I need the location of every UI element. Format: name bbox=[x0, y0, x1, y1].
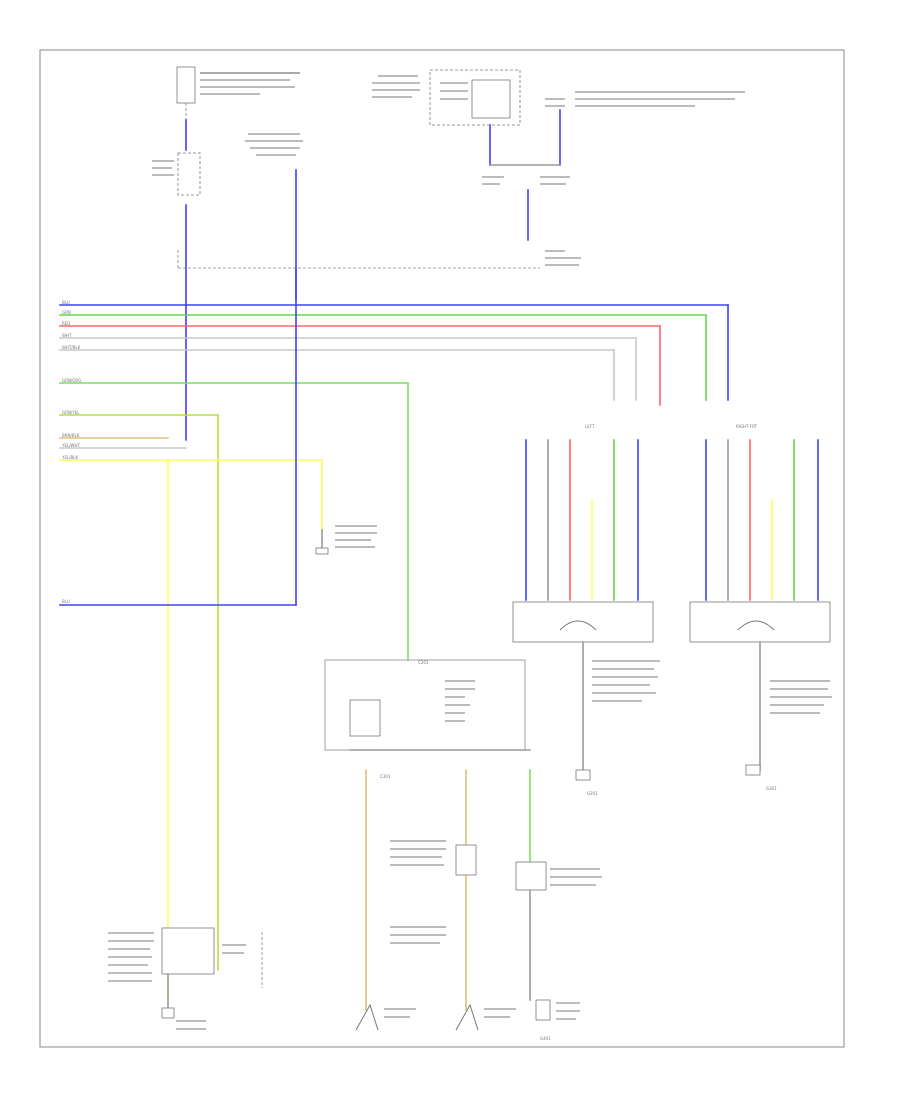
label-grn-org: GRN/ORG bbox=[62, 378, 81, 383]
label-wht: WHT bbox=[62, 333, 72, 338]
label-yel-wht: YEL/WHT bbox=[61, 443, 81, 448]
right-seat-switch: RIGHT FRT G301 bbox=[689, 424, 832, 791]
left-seat-switch: LEFT G201 bbox=[512, 424, 660, 796]
label-yel-blk: YEL/BLK bbox=[61, 455, 79, 460]
main-harness bbox=[59, 304, 729, 406]
bottom-left-module bbox=[108, 927, 263, 1030]
bottom-ground-label: G401 bbox=[540, 1036, 551, 1041]
lower-components: G401 bbox=[355, 840, 602, 1041]
label-grn-yel: GRN/YEL bbox=[62, 410, 80, 415]
junction-label: C201 bbox=[418, 660, 429, 665]
label-brn-blk: BRN/BLK bbox=[62, 433, 80, 438]
top-left-connector bbox=[176, 66, 300, 120]
left-ground-symbol bbox=[315, 525, 377, 555]
label-wht-blk: WHT/BLK bbox=[62, 345, 81, 350]
top-center-label bbox=[245, 133, 303, 156]
center-control-module: C201 C301 bbox=[324, 659, 531, 779]
label-red: RED bbox=[62, 321, 70, 326]
label-blu: BLU bbox=[62, 300, 70, 305]
top-right-module bbox=[372, 69, 745, 266]
lower-label: C301 bbox=[380, 774, 391, 779]
diagram-frame bbox=[39, 49, 845, 1048]
left-seat-switch-label: LEFT bbox=[585, 424, 595, 429]
right-seat-switch-label: RIGHT FRT bbox=[736, 424, 758, 429]
ground-left-label: G201 bbox=[587, 791, 598, 796]
ground-right-label: G301 bbox=[766, 786, 777, 791]
label-blu-lower: BLU bbox=[62, 599, 70, 604]
junction-block bbox=[152, 152, 201, 196]
label-grn: GRN bbox=[62, 310, 71, 315]
